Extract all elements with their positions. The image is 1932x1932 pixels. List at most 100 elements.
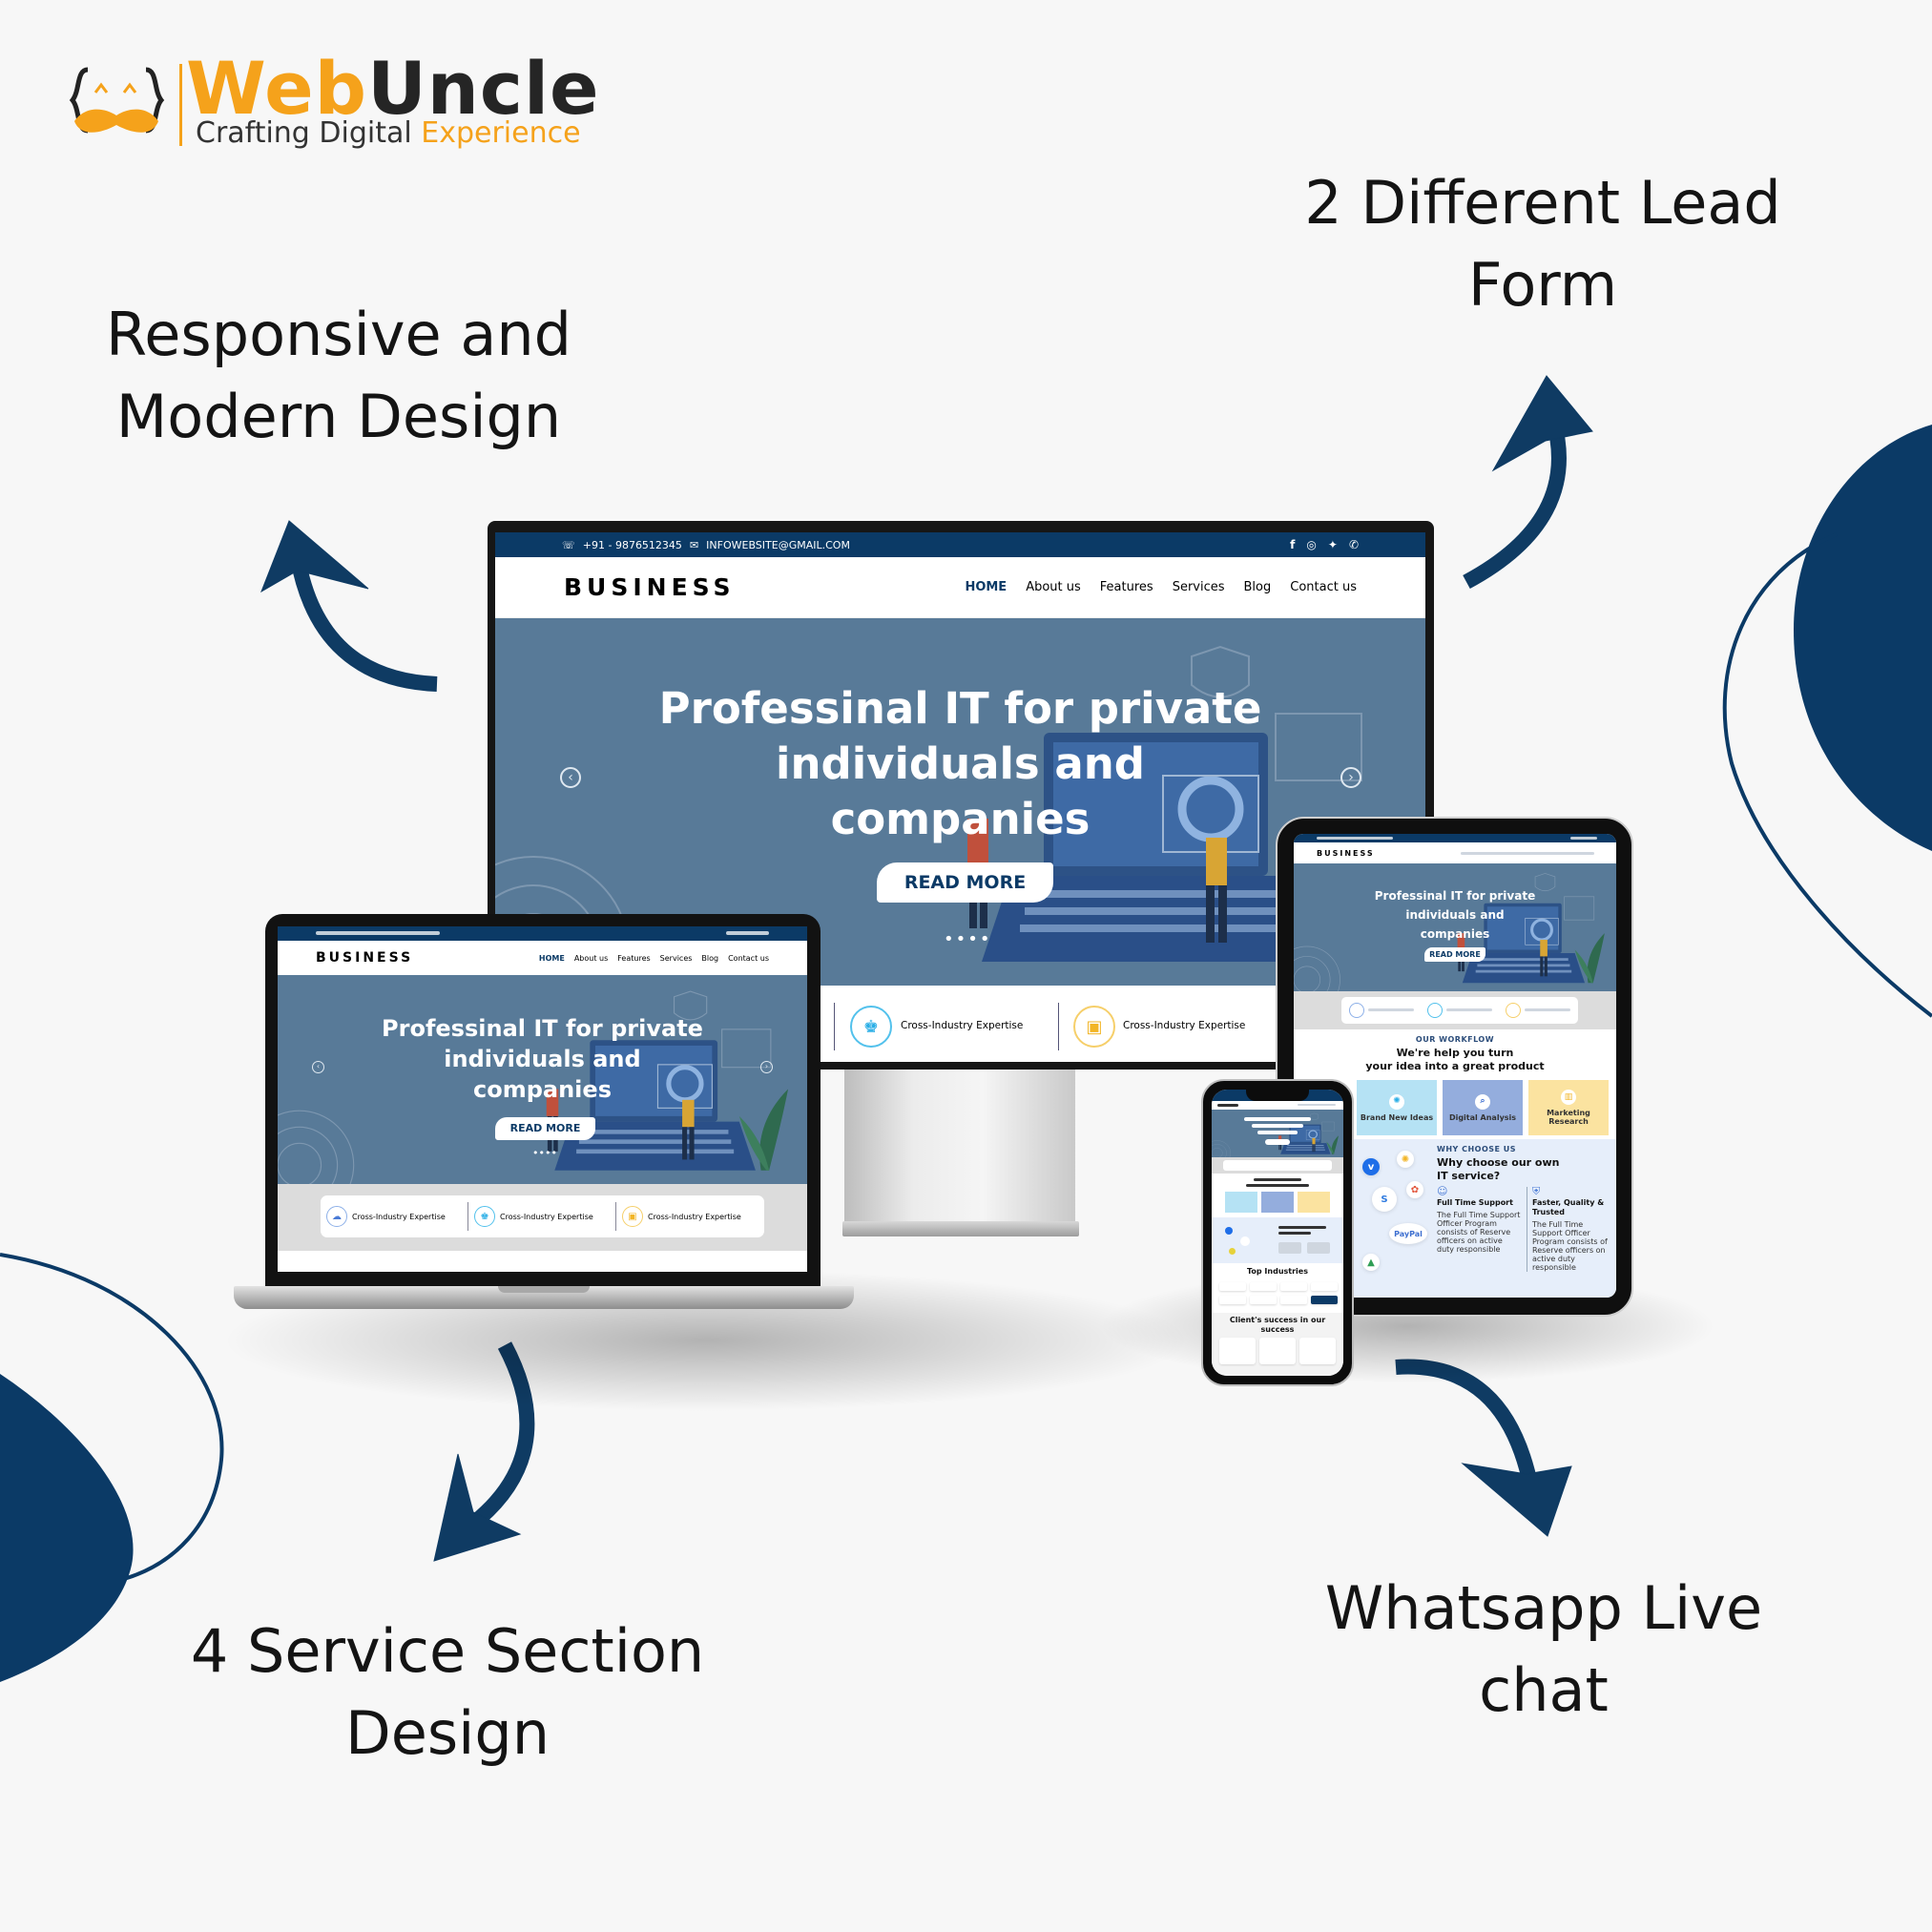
workflow-card[interactable]: ▥Marketing Research (1528, 1080, 1609, 1135)
read-more-button[interactable]: READ MORE (495, 1117, 595, 1140)
whatsapp-icon[interactable]: ✆ (1348, 538, 1359, 551)
monitor-icon: ▣ (622, 1206, 643, 1227)
service-item[interactable]: ♚Cross-Industry Expertise (468, 1202, 616, 1231)
service-label[interactable]: Cross-Industry Expertise (1123, 1020, 1246, 1031)
services-card (1341, 997, 1578, 1024)
hero-prev-arrow-icon[interactable]: ‹ (312, 1061, 324, 1073)
nav-home[interactable]: HOME (538, 953, 565, 963)
hero-next-arrow-icon[interactable]: › (1340, 767, 1361, 788)
service-divider (834, 1003, 835, 1050)
industry-chip[interactable] (1250, 1282, 1277, 1291)
nav-home[interactable]: HOME (965, 580, 1008, 594)
industry-chip[interactable] (1219, 1282, 1246, 1291)
workflow-title-line: We're help you turn (1396, 1047, 1514, 1059)
industry-chip[interactable] (1219, 1296, 1246, 1304)
phone-why-section (1212, 1217, 1343, 1263)
phone-icon: ☏ (562, 538, 575, 551)
feature-line: 4 Service Section (190, 1616, 705, 1686)
nav-contact[interactable]: Contact us (1290, 580, 1357, 594)
hero-next-arrow-icon[interactable]: › (760, 1061, 773, 1073)
tablet-site-navbar: BUSINESS (1294, 842, 1616, 863)
nav-about[interactable]: About us (573, 953, 609, 963)
services-card: ☁Cross-Industry Expertise ♚Cross-Industr… (321, 1195, 764, 1237)
read-more-button[interactable]: READ MORE (1424, 947, 1485, 962)
logo-web: Web (186, 46, 368, 131)
read-more-button[interactable]: READ MORE (877, 862, 1053, 903)
industry-chip[interactable] (1250, 1296, 1277, 1304)
right-blob-outline (1722, 532, 1932, 1018)
service-item[interactable]: ▣Cross-Industry Expertise (616, 1202, 764, 1231)
service-label[interactable]: Cross-Industry Expertise (901, 1020, 1024, 1031)
topbar-email[interactable]: INFOWEBSITE@GMAIL.COM (706, 538, 850, 551)
nav-about[interactable]: About us (1026, 580, 1081, 594)
workflow-label: OUR WORKFLOW (1415, 1035, 1495, 1044)
feature-line: Design (344, 1698, 551, 1768)
nav-blog[interactable]: Blog (1243, 580, 1272, 594)
testimonials-title-line: success (1260, 1325, 1295, 1334)
logo-tagline: Crafting Digital Experience (196, 119, 581, 148)
feature-line: Form (1467, 250, 1618, 320)
chart-icon: ▥ (1561, 1090, 1576, 1105)
workflow-card[interactable]: ⌕Digital Analysis (1443, 1080, 1523, 1135)
nav-contact[interactable]: Contact us (728, 953, 769, 963)
paypal-bubble: PayPal (1389, 1223, 1427, 1244)
arrow-top-left (260, 520, 438, 692)
twitter-icon[interactable]: ✦ (1327, 538, 1338, 551)
feature-line: Responsive and (105, 300, 572, 369)
support-agent-icon: ☺ (1437, 1185, 1448, 1197)
left-blob-outline (0, 1253, 224, 1581)
site-logo[interactable]: BUSINESS (316, 950, 414, 966)
phone-workflow-section (1212, 1174, 1343, 1217)
nav-features[interactable]: Features (1099, 580, 1153, 594)
tagline-part1: Crafting Digital (196, 116, 412, 150)
social-links: f ◎ ✦ ✆ (1290, 538, 1359, 551)
arrow-top-right (1463, 375, 1593, 590)
read-more-button[interactable] (1265, 1139, 1290, 1145)
workflow-card[interactable]: ✺Brand New Ideas (1357, 1080, 1437, 1135)
why-label: WHY CHOOSE US (1437, 1145, 1517, 1153)
team-icon: ♚ (850, 1006, 892, 1048)
industry-chip[interactable] (1280, 1296, 1307, 1304)
drive-icon: ▲ (1362, 1254, 1380, 1271)
facebook-icon[interactable]: f (1290, 538, 1296, 551)
nav-blog[interactable]: Blog (701, 953, 719, 963)
tagline-part2: Experience (421, 116, 581, 150)
site-menu: HOME About us Features Services Blog Con… (539, 954, 769, 963)
carousel-dots[interactable]: •••• (944, 929, 992, 949)
hero-prev-arrow-icon[interactable]: ‹ (560, 767, 581, 788)
workflow-card-label: Brand New Ideas (1360, 1112, 1434, 1122)
monitor-stand (844, 1070, 1075, 1222)
nav-features[interactable]: Features (617, 953, 651, 963)
feature-line: 2 Different Lead (1304, 168, 1781, 238)
nav-services[interactable]: Services (1172, 580, 1225, 594)
hero-title-line: Professinal IT for private (1374, 889, 1536, 903)
search-icon: ⌕ (1475, 1093, 1490, 1110)
site-topbar: ☏ +91 - 9876512345 ✉ INFOWEBSITE@GMAIL.C… (495, 532, 1425, 557)
site-logo[interactable]: BUSINESS (564, 573, 736, 601)
testimonial-card (1219, 1338, 1256, 1364)
industry-chip[interactable] (1311, 1282, 1338, 1291)
industry-chip[interactable] (1280, 1282, 1307, 1291)
feature-line: chat (1479, 1655, 1609, 1725)
service-item[interactable]: ☁Cross-Industry Expertise (321, 1202, 468, 1231)
nav-services[interactable]: Services (659, 953, 693, 963)
industry-view-all-button[interactable] (1311, 1296, 1338, 1304)
carousel-dots[interactable]: •••• (532, 1147, 557, 1159)
laptop-screen: BUSINESS HOME About us Features Services… (278, 926, 807, 1272)
topbar-phone[interactable]: +91 - 9876512345 (582, 538, 682, 551)
hero-title-line: companies (1420, 927, 1490, 941)
site-logo[interactable]: BUSINESS (1317, 848, 1375, 858)
instagram-icon[interactable]: ◎ (1306, 538, 1317, 551)
cloud-icon (1349, 1003, 1364, 1018)
hero-title-line: individuals and (444, 1046, 641, 1072)
laptop-notch (498, 1286, 590, 1293)
